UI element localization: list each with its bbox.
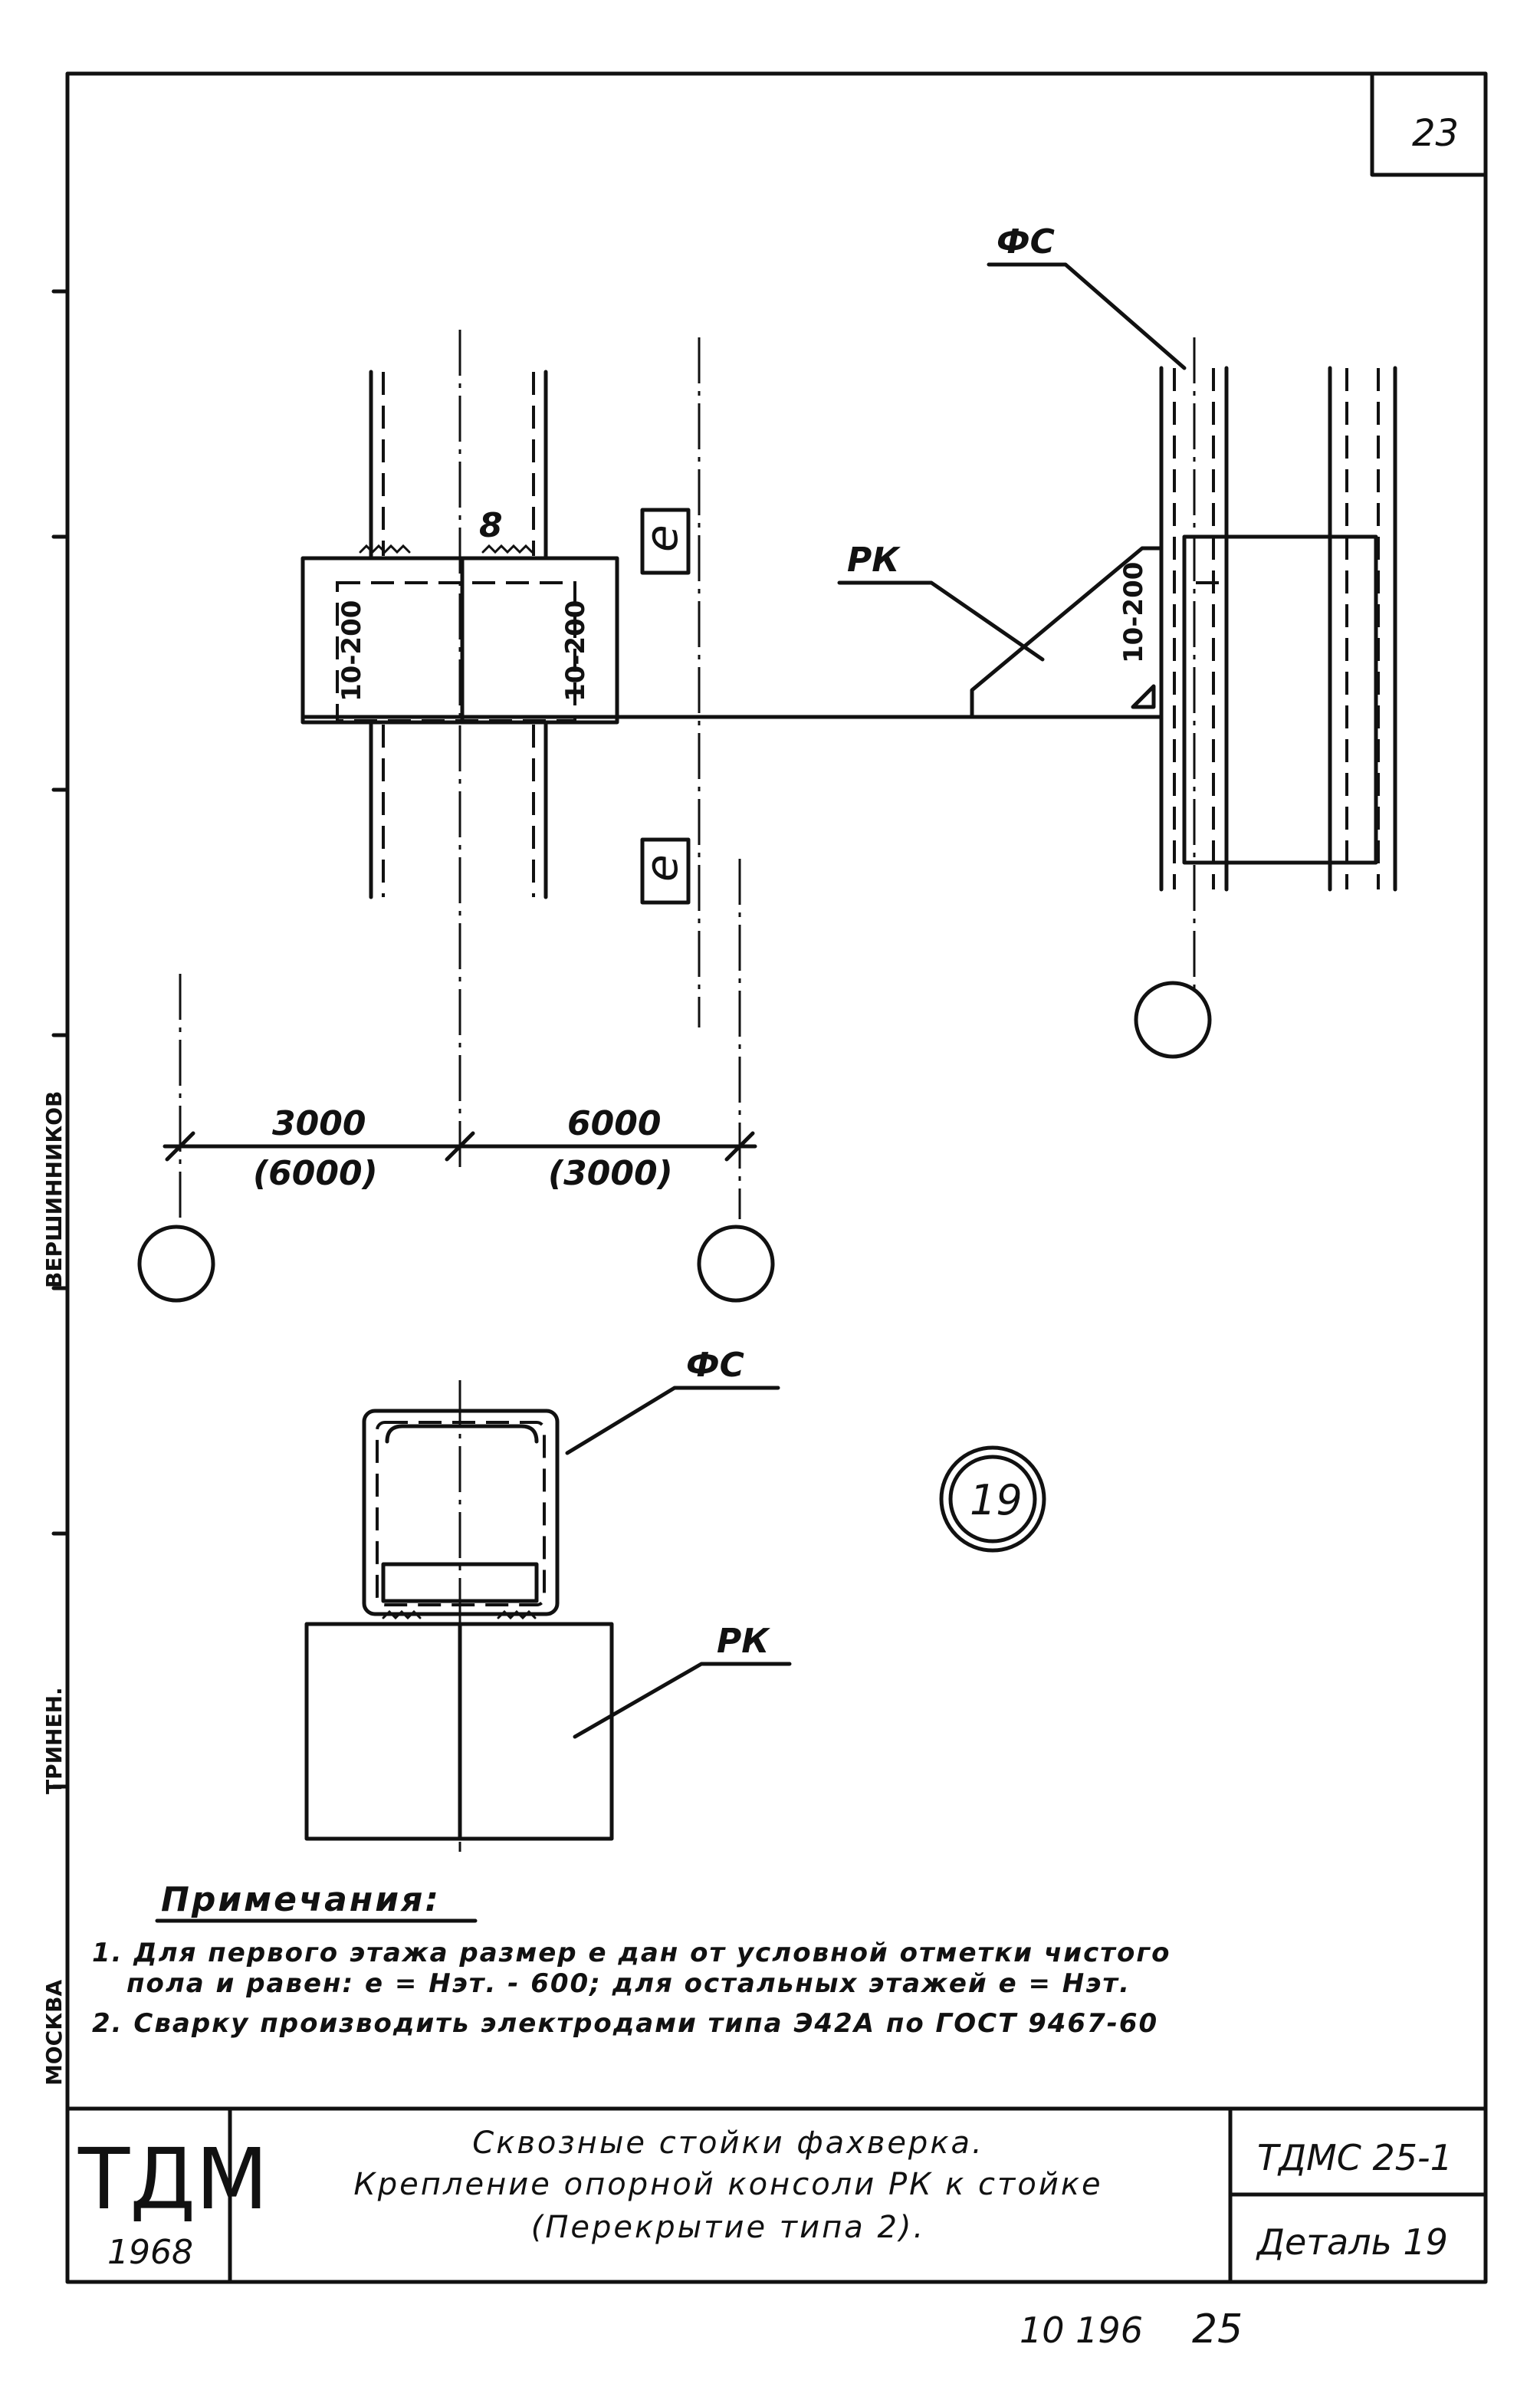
- note-line-1: 1. Для первого этажа размер e дан от усл…: [92, 1938, 1171, 1968]
- right-column-elevation: [837, 262, 1397, 1059]
- left-column-elevation: [300, 330, 983, 1173]
- title-doc-code: ТДМС 25-1: [1257, 2137, 1453, 2178]
- side-stamp-bottom: МОСКВА: [41, 1980, 67, 2086]
- dim-top-label: 8: [479, 506, 503, 545]
- title-line-3: (Перекрытие типа 2).: [531, 2210, 926, 2245]
- level-mark-bottom: e: [635, 854, 688, 882]
- label-pk-plan: РК: [717, 1622, 770, 1661]
- dim-left: 3000: [272, 1104, 366, 1143]
- label-fc-elevation: ФС: [997, 222, 1055, 261]
- note-line-2: пола и равен: e = Нэт. - 600; для осталь…: [126, 1968, 1131, 1999]
- label-pk-elevation: РК: [847, 541, 901, 580]
- notes-title: Примечания:: [161, 1880, 441, 1919]
- detail-marker-number: 19: [970, 1476, 1023, 1524]
- level-mark-top: e: [635, 524, 688, 552]
- title-line-1: Сквозные стойки фахверка.: [472, 2125, 983, 2161]
- weld-label-elevation: 10-200: [1118, 562, 1149, 663]
- sheet-code-bottom: 10 196: [1020, 2310, 1143, 2351]
- side-stamp-top: ВЕРШИННИКОВ: [41, 1091, 67, 1288]
- grid-axes: [137, 859, 775, 1303]
- dim-right: 6000: [567, 1104, 661, 1143]
- side-stamp-middle: ТРИНЕН.: [41, 1687, 67, 1794]
- note-line-3: 2. Сварку производить электродами типа Э…: [92, 2008, 1158, 2039]
- binding-ticks: [51, 289, 70, 1789]
- plan-section: [304, 1380, 792, 1852]
- sheet-frame: [65, 71, 1488, 2284]
- level-axis: [640, 337, 701, 1027]
- weld-label-left: 10-200: [337, 600, 367, 702]
- title-year: 1968: [107, 2233, 193, 2272]
- detail-marker: [939, 1445, 1046, 1553]
- dim-left-alt: (6000): [253, 1154, 378, 1193]
- weld-label-right: 10-200: [560, 600, 591, 702]
- sheet-number-bottom: 25: [1192, 2306, 1243, 2352]
- page-number-box: [1370, 71, 1488, 177]
- title-block-frame: [65, 2106, 1488, 2284]
- dim-right-alt: (3000): [548, 1154, 673, 1193]
- label-fc-plan: ФС: [686, 1346, 744, 1385]
- page-number: 23: [1412, 112, 1459, 155]
- title-line-2: Крепление опорной консоли РК к стойке: [353, 2167, 1102, 2202]
- title-org: ТДМ: [77, 2130, 268, 2228]
- title-detail: Деталь 19: [1256, 2221, 1448, 2263]
